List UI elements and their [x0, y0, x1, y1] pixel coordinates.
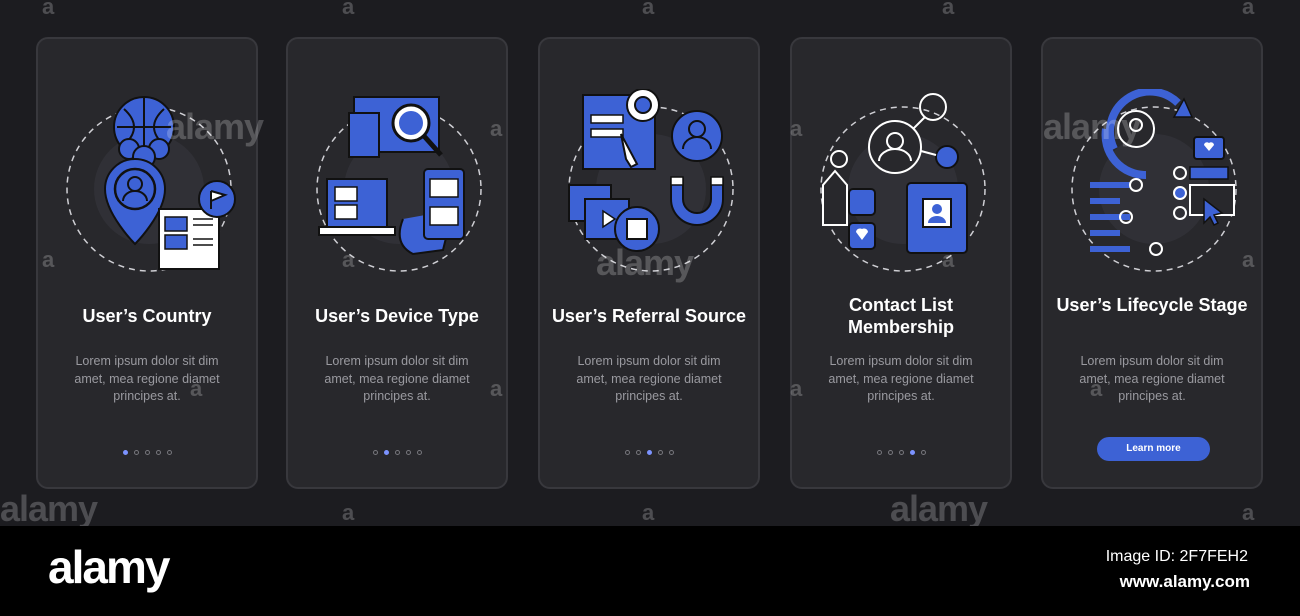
- watermark: a: [342, 500, 355, 525]
- page-dot-1[interactable]: [624, 450, 630, 456]
- watermark: a: [342, 0, 355, 19]
- watermark: a: [942, 0, 955, 19]
- page-dot-4[interactable]: [405, 450, 411, 456]
- devices-magnifier-icon: [316, 96, 482, 272]
- screen-title: Contact List Membership: [847, 295, 955, 337]
- page-dot-5[interactable]: [166, 450, 172, 456]
- alamy-logo: alamy: [48, 541, 170, 593]
- lifecycle-cycle-icon: [1071, 89, 1237, 272]
- page-dot-4[interactable]: [155, 450, 161, 456]
- watermark: a: [1242, 500, 1255, 525]
- onboarding-screen-contact-list: Contact List Membership Lorem ipsum dolo…: [790, 37, 1012, 489]
- screen-description: Lorem ipsum dolor sit dim amet, mea regi…: [828, 354, 974, 403]
- onboarding-screen-referral-source: User’s Referral Source Lorem ipsum dolor…: [538, 37, 760, 489]
- watermark: alamy: [0, 488, 98, 529]
- page-dot-3[interactable]: [144, 450, 150, 456]
- page-dot-4[interactable]: [909, 450, 915, 456]
- contact-book-network-icon: [820, 93, 986, 272]
- referral-magnet-icon: [568, 89, 734, 272]
- screen-description: Lorem ipsum dolor sit dim amet, mea regi…: [576, 354, 722, 403]
- screen-title: User’s Device Type: [315, 306, 479, 326]
- page-dot-1[interactable]: [122, 450, 128, 456]
- watermark: alamy: [890, 488, 988, 529]
- watermark: a: [1242, 0, 1255, 19]
- page-dot-2[interactable]: [887, 450, 893, 456]
- page-dot-3[interactable]: [646, 450, 652, 456]
- site-url[interactable]: www.alamy.com: [1119, 572, 1250, 591]
- stock-footer: alamy Image ID: 2F7FEH2 www.alamy.com: [0, 526, 1300, 616]
- onboarding-screen-country: User’s Country Lorem ipsum dolor sit dim…: [36, 37, 258, 489]
- onboarding-stage: User’s Country Lorem ipsum dolor sit dim…: [0, 0, 1300, 529]
- image-id: Image ID: 2F7FEH2: [1105, 548, 1248, 565]
- page-dot-1[interactable]: [372, 450, 378, 456]
- screen-title: User’s Lifecycle Stage: [1056, 295, 1248, 315]
- screen-description: Lorem ipsum dolor sit dim amet, mea regi…: [1079, 354, 1225, 403]
- pagination-dots: [288, 444, 506, 456]
- page-dot-4[interactable]: [657, 450, 663, 456]
- pagination-dots: [540, 444, 758, 456]
- screen-description: Lorem ipsum dolor sit dim amet, mea regi…: [74, 354, 220, 403]
- page-dot-2[interactable]: [383, 450, 389, 456]
- page-dot-1[interactable]: [876, 450, 882, 456]
- watermark: a: [642, 0, 655, 19]
- screen-description: Lorem ipsum dolor sit dim amet, mea regi…: [324, 354, 470, 403]
- watermark: a: [642, 500, 655, 525]
- page-dot-5[interactable]: [416, 450, 422, 456]
- page-dot-3[interactable]: [394, 450, 400, 456]
- page-dot-5[interactable]: [668, 450, 674, 456]
- watermark: a: [42, 0, 55, 19]
- page-dot-3[interactable]: [898, 450, 904, 456]
- pagination-dots: [38, 444, 256, 456]
- page-dot-2[interactable]: [133, 450, 139, 456]
- globe-location-flag-icon: [66, 96, 236, 272]
- onboarding-screen-device-type: User’s Device Type Lorem ipsum dolor sit…: [286, 37, 508, 489]
- learn-more-button[interactable]: Learn more: [1097, 437, 1210, 461]
- screen-title: User’s Country: [82, 306, 212, 326]
- screen-title: User’s Referral Source: [551, 306, 747, 326]
- pagination-dots: [792, 444, 1010, 456]
- page-dot-5[interactable]: [920, 450, 926, 456]
- page-dot-2[interactable]: [635, 450, 641, 456]
- onboarding-screen-lifecycle: User’s Lifecycle Stage Lorem ipsum dolor…: [1041, 37, 1263, 489]
